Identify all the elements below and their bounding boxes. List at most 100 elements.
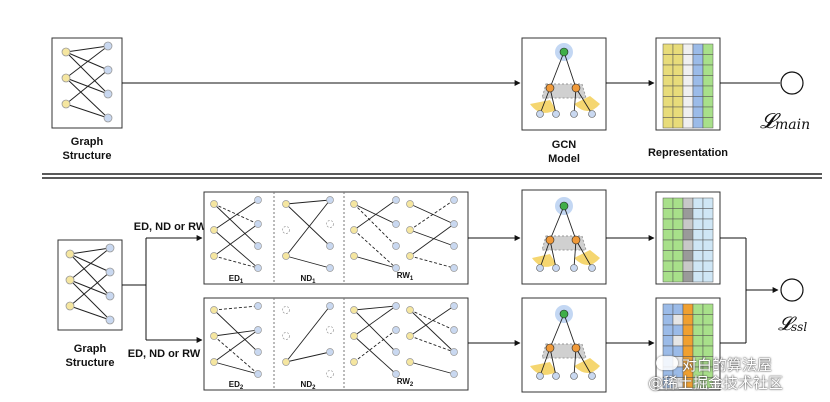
matrix-cell [702, 239, 714, 251]
matrix-cell [702, 54, 714, 66]
matrix-cell [662, 106, 674, 118]
matrix-cell [682, 314, 694, 326]
nd1-label: ND1 [301, 274, 317, 285]
branch-lower-label: ED, ND or RW [128, 348, 201, 360]
matrix-cell [692, 106, 704, 118]
matrix-cell [672, 75, 684, 87]
matrix-cell [692, 324, 704, 336]
matrix-cell [702, 106, 714, 118]
matrix-cell [662, 85, 674, 97]
bottom-graph-structure [57, 239, 123, 331]
nd2-label: ND2 [301, 380, 317, 391]
matrix-cell [702, 250, 714, 262]
matrix-cell [682, 335, 694, 347]
top-gcn-model [521, 37, 607, 131]
matrix-cell [662, 208, 674, 220]
branch-connectors [122, 235, 203, 343]
gcn-label-2: Model [548, 153, 580, 165]
matrix-cell [702, 271, 714, 283]
matrix-cell [672, 303, 684, 315]
matrix-cell [662, 250, 674, 262]
matrix-cell [662, 335, 674, 347]
matrix-cell [702, 117, 714, 129]
rw1-label: RW1 [397, 271, 414, 282]
loss-main-node [780, 71, 804, 95]
top-graph-structure [51, 37, 123, 129]
matrix-cell [682, 260, 694, 272]
matrix-cell [702, 377, 714, 389]
matrix-cell [702, 208, 714, 220]
matrix-cell [672, 260, 684, 272]
matrix-cell [662, 218, 674, 230]
matrix-cell [702, 75, 714, 87]
matrix-cell [662, 229, 674, 241]
matrix-cell [692, 43, 704, 55]
representation-matrix-upper [655, 191, 721, 285]
matrix-cell [672, 208, 684, 220]
matrix-cell [682, 250, 694, 262]
matrix-cell [682, 229, 694, 241]
matrix-cell [672, 239, 684, 251]
matrix-cell [672, 218, 684, 230]
matrix-cell [672, 229, 684, 241]
matrix-cell [702, 335, 714, 347]
watermark: 对白的算法屋 @稀土掘金技术社区 [648, 352, 830, 396]
matrix-cell [692, 239, 704, 251]
matrix-cell [682, 96, 694, 108]
branch-upper-label: ED, ND or RW [134, 221, 207, 233]
matrix-cell [682, 117, 694, 129]
watermark-line-2: @稀土掘金技术社区 [648, 374, 784, 392]
matrix-cell [702, 96, 714, 108]
matrix-cell [682, 197, 694, 209]
representation-matrix-lower [655, 297, 721, 391]
matrix-cell [662, 239, 674, 251]
matrix-cell [682, 64, 694, 76]
matrix-cell [692, 218, 704, 230]
matrix-cell [692, 197, 704, 209]
matrix-cell [662, 260, 674, 272]
augmentation-panel-1 [203, 191, 469, 285]
matrix-cell [682, 75, 694, 87]
gcn-model-lower [521, 297, 607, 393]
matrix-cell [662, 75, 674, 87]
matrix-cell [662, 314, 674, 326]
wechat-logo-icon [656, 356, 678, 370]
matrix-cell [702, 314, 714, 326]
matrix-cell [702, 85, 714, 97]
matrix-cell [692, 208, 704, 220]
matrix-cell [692, 335, 704, 347]
matrix-cell [682, 218, 694, 230]
matrix-cell [662, 64, 674, 76]
ed2-label: ED2 [229, 380, 244, 391]
matrix-cell [662, 303, 674, 315]
matrix-cell [682, 208, 694, 220]
matrix-cell [682, 324, 694, 336]
matrix-cell [702, 260, 714, 272]
matrix-cell [692, 229, 704, 241]
matrix-cell [692, 250, 704, 262]
loss-ssl-node [780, 278, 804, 302]
matrix-cell [692, 54, 704, 66]
matrix-cell [662, 54, 674, 66]
matrix-cell [702, 197, 714, 209]
matrix-cell [672, 335, 684, 347]
matrix-cell [662, 197, 674, 209]
matrix-cell [702, 229, 714, 241]
matrix-cell [692, 75, 704, 87]
matrix-cell [692, 117, 704, 129]
matrix-cell [682, 43, 694, 55]
matrix-cell [682, 303, 694, 315]
matrix-cell [682, 54, 694, 66]
matrix-cell [672, 85, 684, 97]
matrix-cell [672, 96, 684, 108]
matrix-cell [672, 43, 684, 55]
loss-ssl-subscript: ssl [791, 320, 807, 334]
matrix-cell [692, 64, 704, 76]
matrix-cell [682, 85, 694, 97]
top-representation-matrix [655, 37, 721, 131]
matrix-cell [672, 197, 684, 209]
matrix-cell [702, 64, 714, 76]
matrix-cell [672, 117, 684, 129]
rw2-label: RW2 [397, 377, 414, 388]
